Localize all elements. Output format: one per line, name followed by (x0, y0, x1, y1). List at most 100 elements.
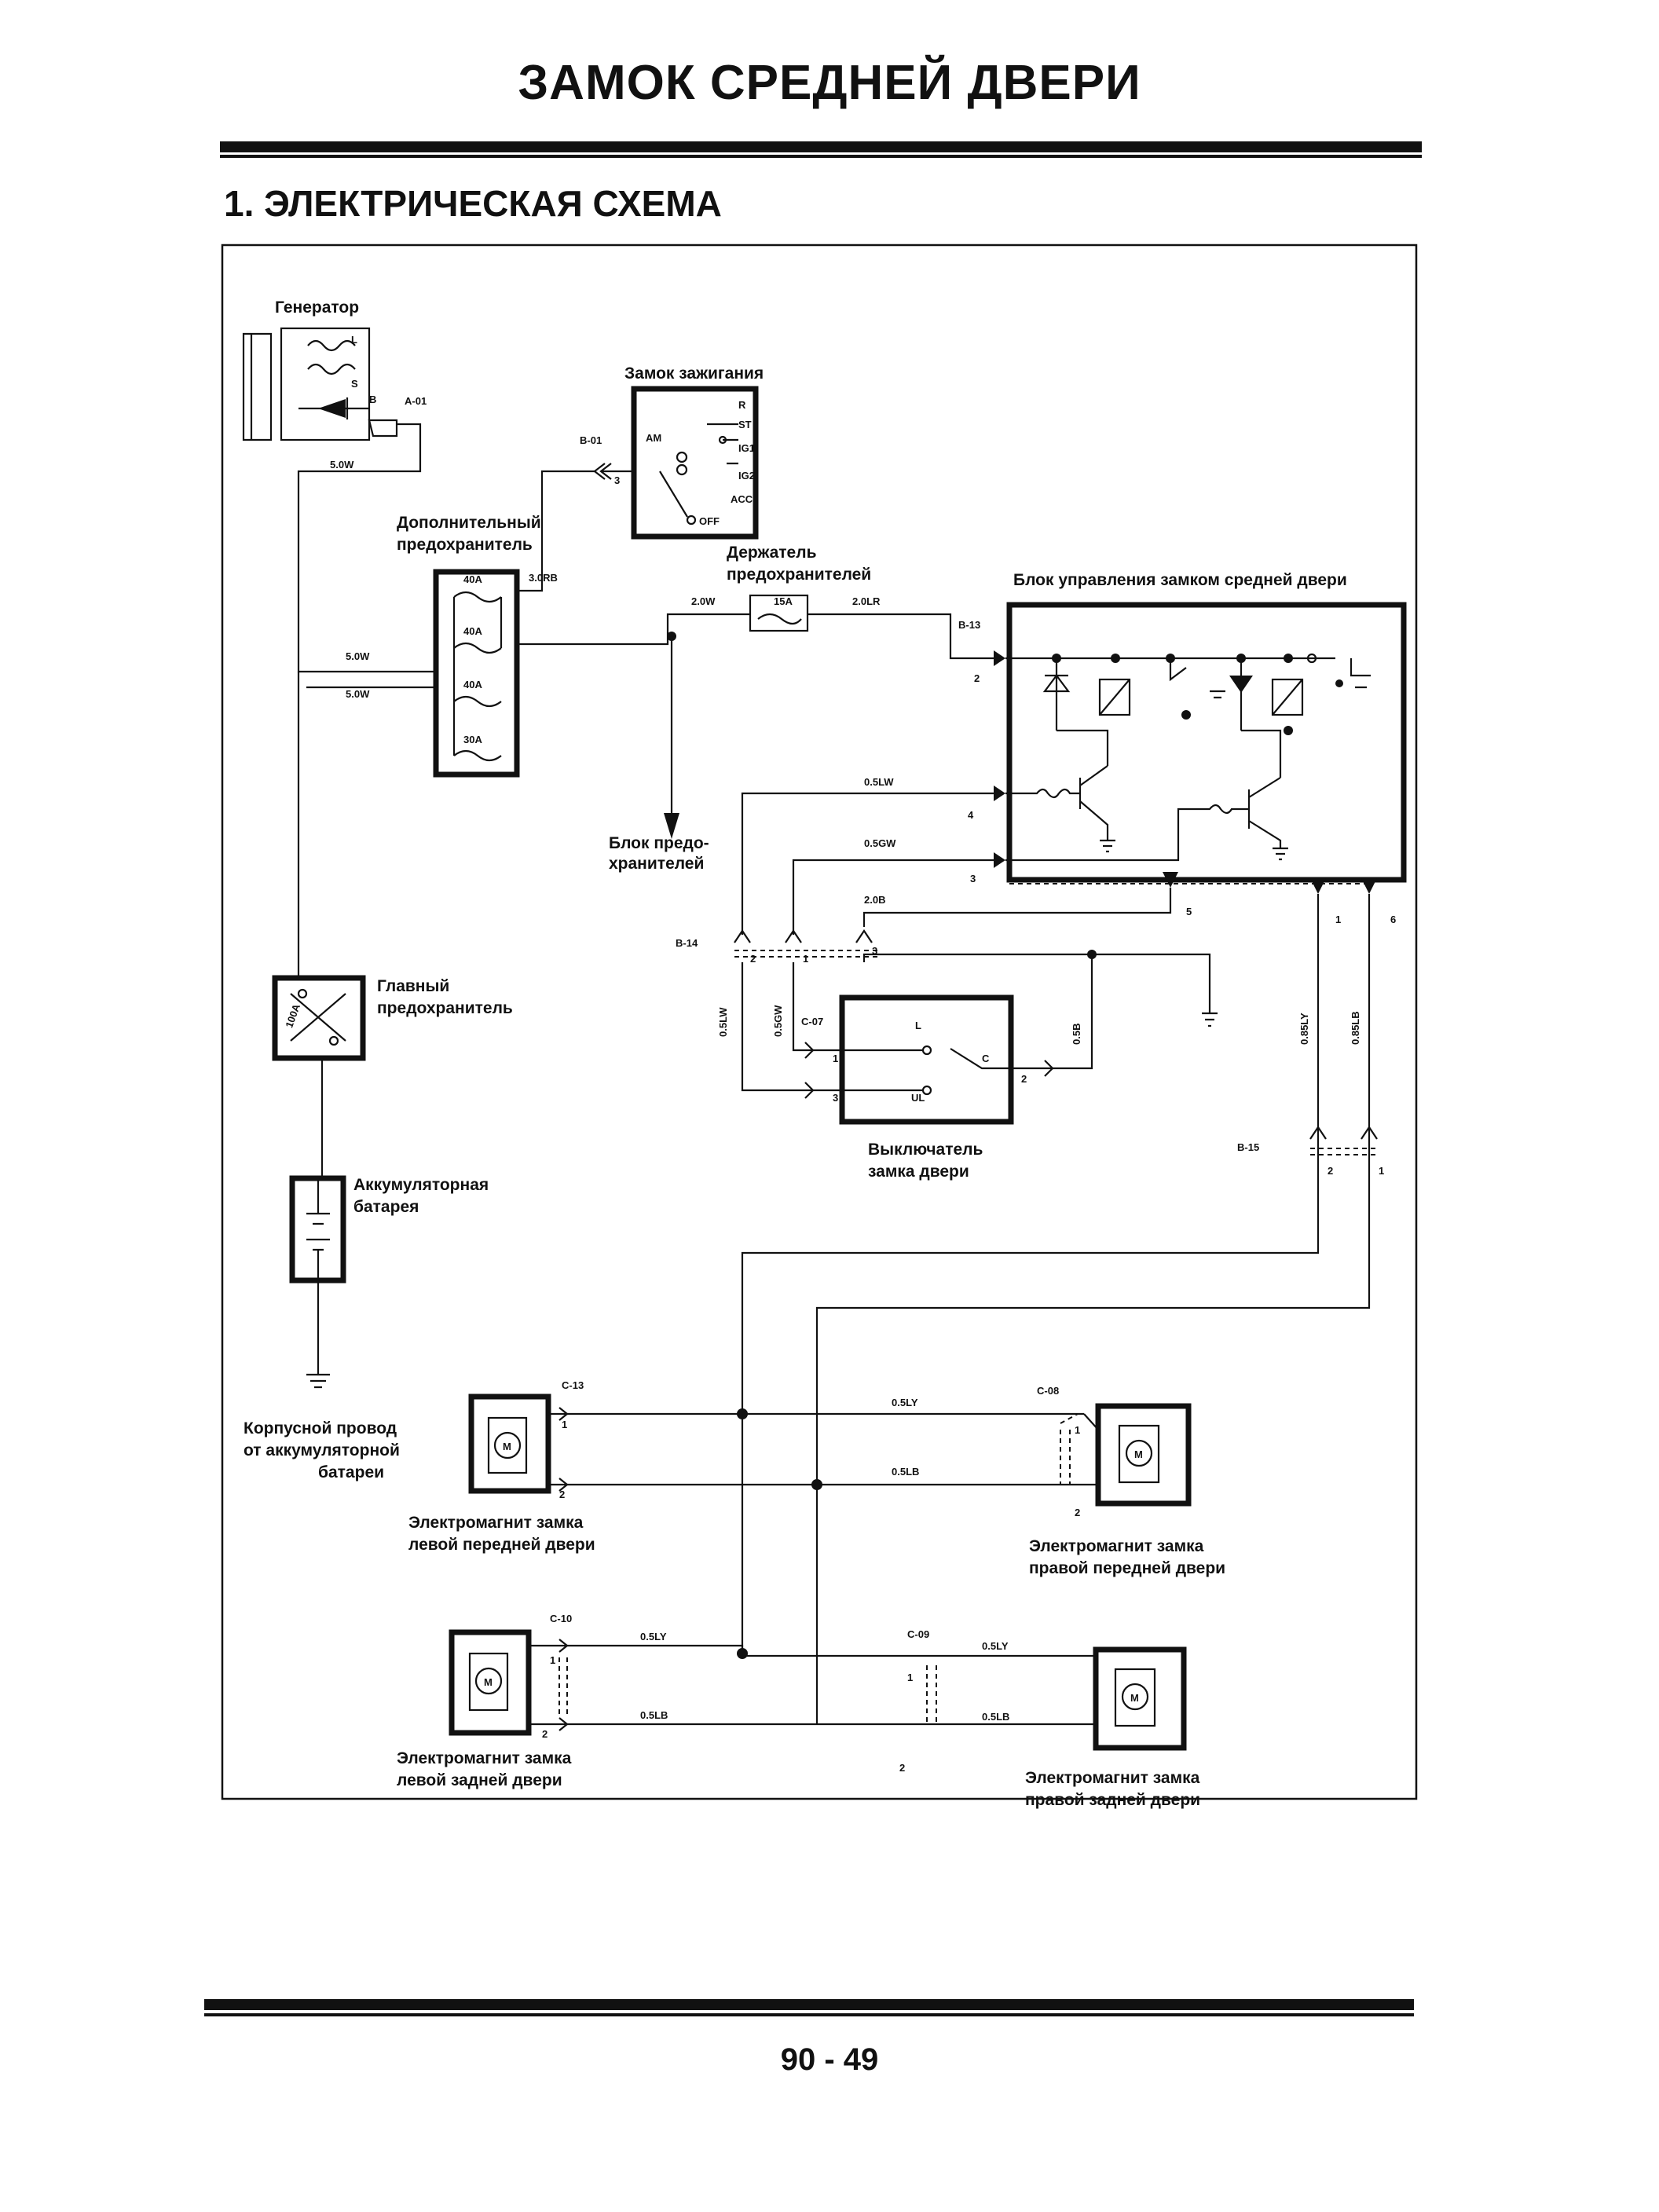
door-lock-switch: C-07 1 3 2 L C UL Выключатель замка двер… (801, 994, 1057, 1181)
lf-pin-2: 2 (559, 1489, 565, 1500)
main-fuse-rating: 100A (283, 1002, 302, 1030)
switch-label-2: замка двери (868, 1163, 969, 1181)
cu-pin-4: 4 (968, 809, 974, 821)
right-rear-door-actuator: C-09 1 2 M 0.5LY 0.5LB Электромагнит зам… (899, 1628, 1200, 1809)
rf-label-2: правой передней двери (1029, 1559, 1225, 1577)
b15-label: B-15 (1237, 1141, 1259, 1153)
page-number: 90 - 49 (780, 2042, 879, 2077)
motor-rf: M (1134, 1448, 1143, 1460)
wire-0-5gw-v: 0.5GW (772, 1005, 784, 1037)
motor-lf: M (503, 1441, 511, 1452)
cu-pin-5: 5 (1186, 906, 1192, 917)
switch-pin-2: 2 (1021, 1073, 1027, 1085)
b14-pin-3: 3 (872, 945, 877, 957)
wire-0-85ly: 0.85LY (1298, 1013, 1310, 1045)
ignition-acc: ACC (731, 493, 753, 505)
connector-c07: C-07 (801, 1016, 823, 1027)
header-rule-thin (220, 155, 1422, 158)
ignition-am: AM (646, 432, 661, 444)
connector-c13: C-13 (562, 1379, 584, 1391)
lr-pin-1: 1 (550, 1654, 555, 1666)
connector-a01: A-01 (405, 395, 427, 407)
rr-pin-1: 1 (907, 1672, 913, 1683)
lr-label-2: левой задней двери (397, 1771, 562, 1789)
right-front-door-actuator: C-08 1 2 M Электромагнит замка правой пе… (1029, 1385, 1225, 1577)
motor-rr: M (1130, 1692, 1139, 1704)
switch-label-1: Выключатель (868, 1141, 983, 1159)
ground-label-2: от аккумуляторной (244, 1441, 400, 1459)
ignition-switch: Замок зажигания AM R ST IG1 IG2 ACC OFF … (580, 364, 764, 540)
left-front-door-actuator: M C-13 1 2 Электромагнит замка левой пер… (408, 1379, 595, 1554)
ground-label-1: Корпусной провод (244, 1419, 397, 1437)
wire-rl-lb: 0.5LB (640, 1709, 668, 1721)
connector-c10: C-10 (550, 1613, 572, 1624)
switch-pin-c: C (982, 1053, 990, 1064)
main-fuse-label-1: Главный (377, 977, 449, 995)
wire-2-0b: 2.0B (864, 894, 885, 906)
generator-pin-l: L (351, 334, 357, 346)
wire-0-5b: 0.5B (1071, 1024, 1082, 1045)
wire-5-0w-2: 5.0W (346, 688, 370, 700)
rf-label-1: Электромагнит замка (1029, 1537, 1204, 1555)
switch-pin-ul: UL (911, 1092, 925, 1104)
switch-pin-1: 1 (833, 1053, 838, 1064)
lr-pin-2: 2 (542, 1728, 548, 1740)
fuse-block-label-2: хранителей (609, 855, 704, 873)
b15-pin-2: 2 (1328, 1165, 1333, 1177)
battery-label-2: батарея (353, 1198, 419, 1216)
main-fuse: 100A Главный предохранитель (272, 975, 513, 1061)
connector-b13: B-13 (958, 619, 980, 631)
wire-0-5lw: 0.5LW (864, 776, 894, 788)
left-rear-door-actuator: M C-10 1 2 Электромагнит замка левой зад… (397, 1613, 572, 1789)
footer-rule-thin (204, 2013, 1414, 2016)
ground-label-3: батареи (318, 1463, 384, 1481)
rr-pin-2: 2 (899, 1762, 905, 1774)
ignition-st: ST (738, 419, 752, 430)
aux-fuse-label-2: предохранитель (397, 536, 533, 554)
aux-fuse-3: 40A (463, 679, 482, 690)
lr-label-1: Электромагнит замка (397, 1749, 572, 1767)
generator-pin-s: S (351, 378, 358, 390)
wire-front-ly: 0.5LY (892, 1397, 918, 1408)
battery-label-1: Аккумуляторная (353, 1176, 489, 1194)
page-title: ЗАМОК СРЕДНЕЙ ДВЕРИ (518, 56, 1141, 110)
ignition-off: OFF (699, 515, 720, 527)
connector-b14: B-14 2 1 3 (676, 929, 880, 965)
wire-front-lb: 0.5LB (892, 1466, 919, 1478)
cu-pin-6: 6 (1390, 914, 1396, 925)
rr-label-2: правой задней двери (1025, 1791, 1200, 1809)
rf-pin-1: 1 (1075, 1424, 1080, 1436)
b14-label: B-14 (676, 937, 698, 949)
wire-5-0w-1: 5.0W (346, 650, 370, 662)
cu-pin-3: 3 (970, 873, 976, 884)
header-rule (220, 141, 1422, 152)
aux-fuse-2: 40A (463, 625, 482, 637)
b15-pin-1: 1 (1379, 1165, 1384, 1177)
fuse-holder-rating: 15A (774, 595, 793, 607)
lf-label-2: левой передней двери (408, 1536, 595, 1554)
b14-pin-2: 2 (750, 953, 756, 965)
fuse-holder: Держатель предохранителей 15A (727, 544, 871, 632)
fuse-holder-label-1: Держатель (727, 544, 817, 562)
cu-pin-2: 2 (974, 672, 980, 684)
diagram-frame (221, 244, 1418, 1800)
switch-pin-l: L (915, 1020, 921, 1031)
wire-rr-lb: 0.5LB (982, 1711, 1009, 1723)
generator-pin-b: B (369, 394, 376, 405)
wire-rr-ly: 0.5LY (982, 1640, 1009, 1652)
motor-lr: M (484, 1676, 493, 1688)
aux-fuse-4: 30A (463, 734, 482, 745)
wire-2-0lr: 2.0LR (852, 595, 881, 607)
generator: Генератор L S B A-01 5.0W (242, 298, 427, 471)
aux-fuse-box: Дополнительный предохранитель 40A 40A 40… (397, 514, 541, 778)
b14-pin-1: 1 (803, 953, 808, 965)
connector-b15: B-15 2 1 (1237, 1126, 1384, 1177)
aux-fuse-label-1: Дополнительный (397, 514, 541, 532)
door-lock-control-unit: Блок управления замком средней двери B-1… (958, 571, 1407, 925)
connector-c08: C-08 (1037, 1385, 1059, 1397)
switch-pin-3: 3 (833, 1092, 838, 1104)
wire-rl-ly: 0.5LY (640, 1631, 667, 1643)
wire-0-5gw: 0.5GW (864, 837, 896, 849)
footer-rule (204, 1999, 1414, 2010)
